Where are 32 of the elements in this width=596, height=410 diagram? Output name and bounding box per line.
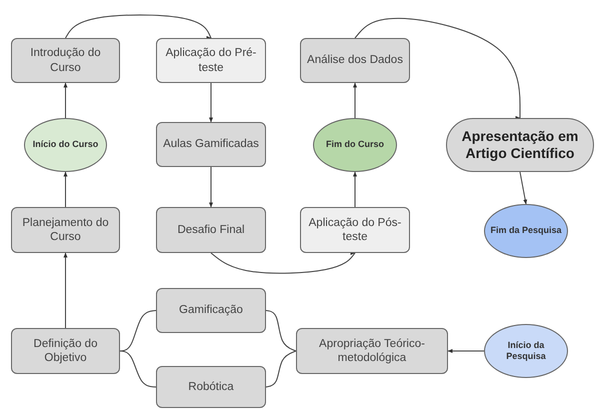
process-box: Aplicação do Pós-teste <box>300 207 410 253</box>
process-box: Introdução do Curso <box>11 38 120 83</box>
terminal-box: Apresentação em Artigo Científico <box>446 118 594 172</box>
process-box: Aplicação do Pré-teste <box>156 38 266 83</box>
arrow <box>64 82 68 118</box>
process-box: Desafio Final <box>156 207 266 253</box>
process-box: Robótica <box>156 366 266 408</box>
arrow <box>353 172 357 208</box>
process-box: Aulas Gamificadas <box>156 122 266 167</box>
arrow <box>209 166 213 208</box>
arrow <box>64 252 68 328</box>
arrow <box>64 172 68 208</box>
terminal-oval: Início da Pesquisa <box>484 324 568 378</box>
arrow <box>266 350 296 388</box>
arrow <box>120 349 156 388</box>
process-box: Definição do Objetivo <box>11 328 120 374</box>
arrow <box>65 14 212 38</box>
arrow <box>210 252 356 274</box>
arrow <box>353 82 357 118</box>
arrow <box>520 172 528 204</box>
process-box: Planejamento do Curso <box>11 207 120 253</box>
arrow <box>120 310 156 353</box>
process-box: Análise dos Dados <box>300 38 410 83</box>
arrow <box>266 309 296 352</box>
process-box: Gamificação <box>156 288 266 333</box>
arrow <box>209 82 213 122</box>
terminal-oval: Fim da Pesquisa <box>484 204 568 258</box>
terminal-oval: Início do Curso <box>24 118 107 172</box>
terminal-oval: Fim do Curso <box>313 118 397 172</box>
arrow <box>354 18 522 118</box>
arrow <box>448 349 484 353</box>
process-box: Apropriação Teórico-metodológica <box>296 328 448 374</box>
